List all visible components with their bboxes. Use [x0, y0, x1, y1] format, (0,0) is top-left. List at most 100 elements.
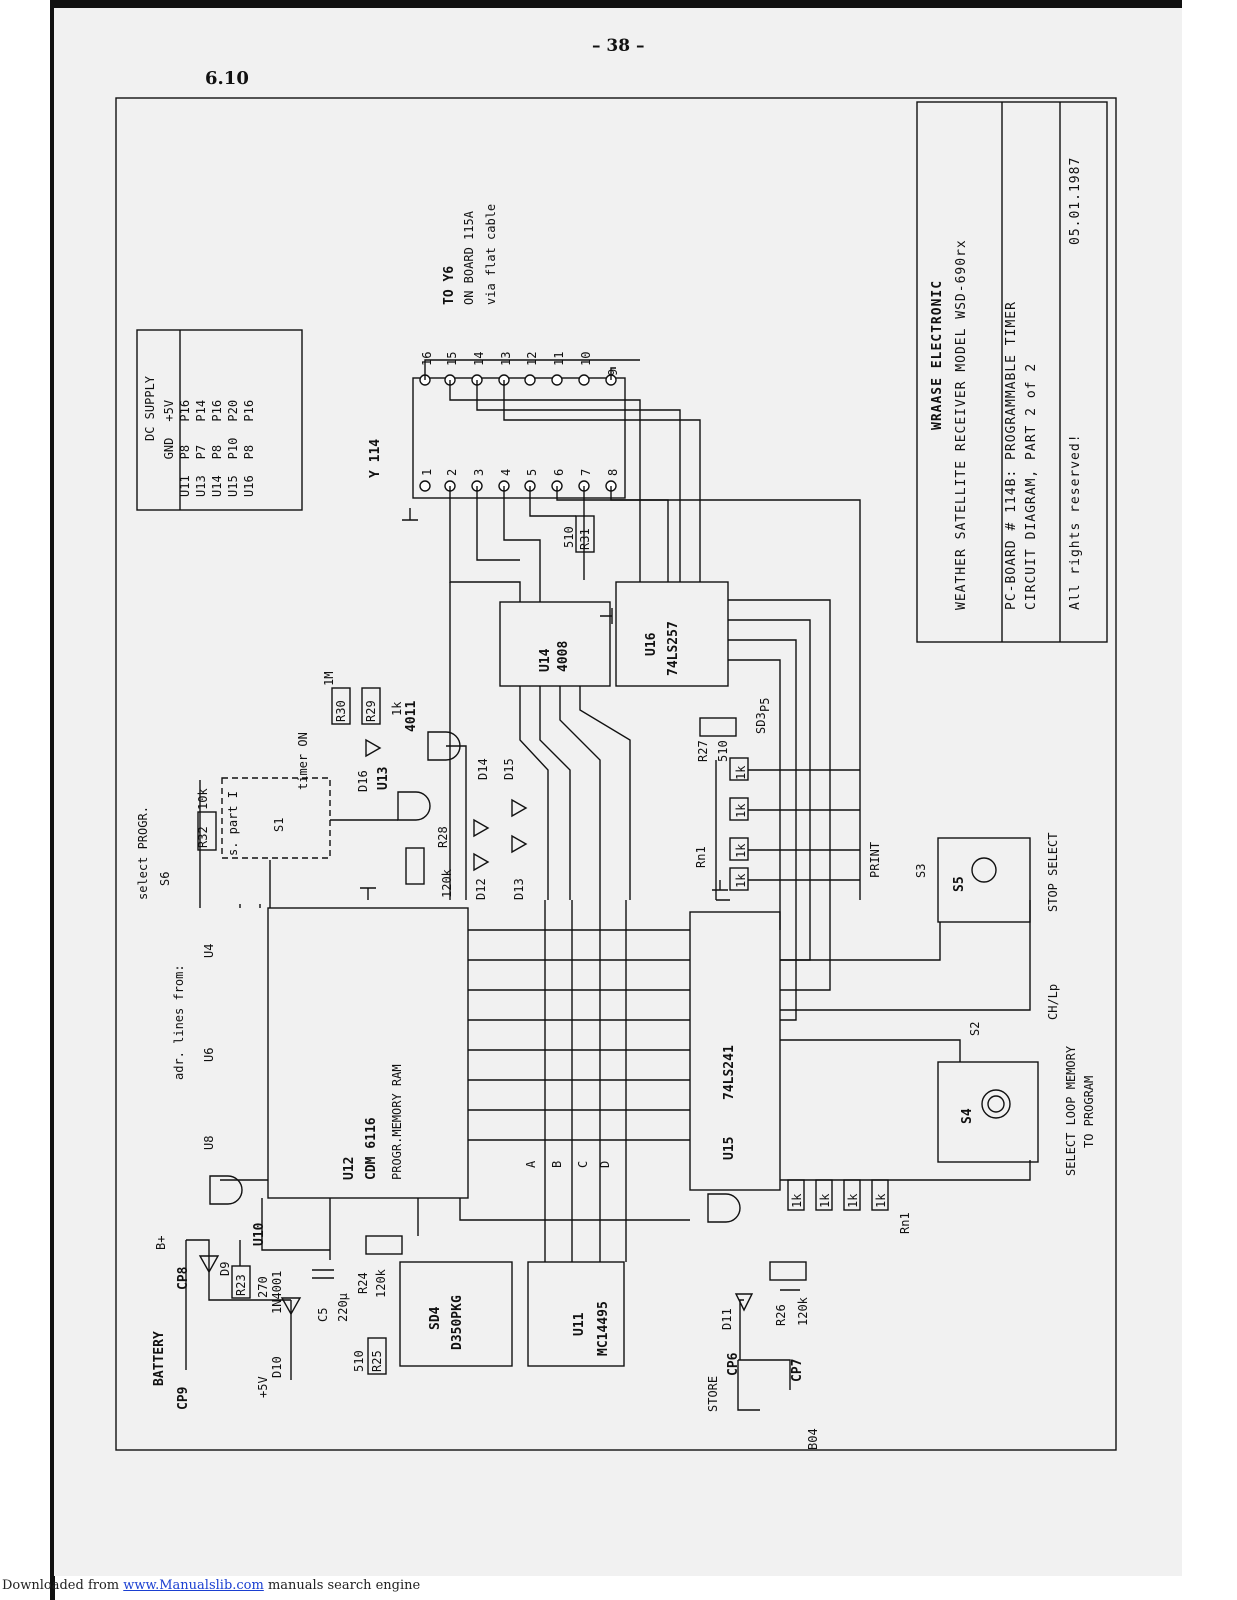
- rn1-label-bottom: Rn1: [898, 1212, 912, 1234]
- d15-label: D15: [502, 758, 516, 780]
- dc-cell: U11: [178, 475, 192, 497]
- r25-value: 510: [352, 1350, 366, 1372]
- pin-label: 10: [579, 351, 593, 366]
- pin-label: 16: [420, 351, 434, 366]
- u12-desc: PROGR.MEMORY RAM: [390, 1064, 404, 1180]
- u16-part: 74LS257: [666, 621, 681, 676]
- d11-label: D11: [720, 1308, 734, 1330]
- to-program-label: TO PROGRAM: [1082, 1075, 1096, 1148]
- switch-s1-box: [221, 777, 331, 859]
- plus5v-label: +5V: [256, 1376, 270, 1398]
- rn-value-d: 1k: [734, 873, 748, 888]
- rn-value-e: 1k: [790, 1193, 804, 1208]
- rn-value-a: 1k: [734, 765, 748, 780]
- pin-label: 3: [472, 468, 486, 476]
- rn-value-g: 1k: [846, 1193, 860, 1208]
- pin-label: 8: [606, 468, 620, 476]
- diode-d11: [734, 1293, 754, 1312]
- s-part-label: s. part I: [226, 790, 240, 856]
- r30-value: 1M: [322, 671, 336, 686]
- d14-label: D14: [476, 758, 490, 780]
- dc-cell: P16: [242, 399, 256, 422]
- download-footer: Downloaded from www.Manualslib.com manua…: [2, 1578, 421, 1593]
- manualslib-link[interactable]: www.Manualslib.com: [123, 1578, 264, 1593]
- scan-left-edge: [50, 0, 55, 1600]
- d10-value: 1N4001: [270, 1270, 284, 1314]
- u15-part: 74LS241: [722, 1045, 737, 1100]
- scan-top-edge: [54, 0, 1182, 8]
- title-company: WRAASE ELECTRONIC: [930, 279, 945, 430]
- timer-on-label: timer ON: [296, 732, 310, 790]
- u6-label: U6: [202, 1047, 216, 1062]
- dc-supply-row: U15 P10 P20: [225, 392, 241, 505]
- d13-label: D13: [512, 878, 526, 900]
- pin-label: 12: [525, 351, 539, 366]
- ic-u16: [615, 581, 729, 687]
- dc-cell: P16: [178, 399, 192, 422]
- pin-label: 4: [499, 468, 513, 476]
- pin-label: 15: [445, 351, 459, 366]
- r29-label: R29: [364, 700, 378, 722]
- c5-label: C5: [316, 1307, 330, 1322]
- dc-header-2: +5V: [162, 399, 176, 422]
- s3-label: S3: [914, 863, 928, 878]
- gate-u10: [209, 1175, 243, 1205]
- d12-label: D12: [474, 878, 488, 900]
- pin-label: 1: [420, 468, 434, 476]
- ic-u15: [689, 911, 781, 1191]
- connector-name: Y 114: [368, 438, 383, 478]
- print-label: PRINT: [868, 841, 882, 878]
- u11-ref: U11: [572, 1312, 587, 1336]
- title-rights: All rights reserved!: [1068, 433, 1083, 610]
- u13-ref: U13: [376, 766, 391, 790]
- dc-cell: U13: [194, 475, 208, 497]
- c5-value: 220µ: [336, 1293, 350, 1322]
- r28-value: 120k: [440, 869, 454, 898]
- d10-label: D10: [270, 1356, 284, 1378]
- r27-label: R27: [696, 740, 710, 762]
- rn-value-f: 1k: [818, 1193, 832, 1208]
- diode-d16: [365, 738, 382, 758]
- title-part: CIRCUIT DIAGRAM, PART 2 of 2: [1024, 362, 1039, 610]
- page-sheet: [54, 8, 1182, 1576]
- switch-s4: [937, 1061, 1039, 1163]
- r30-label: R30: [334, 700, 348, 722]
- r27-value: 510: [716, 740, 730, 762]
- s4-label: S4: [960, 1108, 975, 1124]
- adr-lines-label: adr. lines from:: [172, 964, 186, 1080]
- resistor-r26: [769, 1261, 807, 1281]
- s6-label: S6: [158, 871, 172, 886]
- resistor-r31: [575, 515, 595, 553]
- resistor-r29: [361, 687, 381, 725]
- r32-value: 10k: [196, 788, 210, 810]
- d16-label: D16: [356, 770, 370, 792]
- u12-part: CDM 6116: [364, 1117, 379, 1180]
- dc-cell: U14: [210, 475, 224, 497]
- diode-d15: [511, 798, 528, 818]
- u15-ref: U15: [722, 1136, 737, 1160]
- dc-cell: P20: [226, 399, 240, 422]
- bus-c: C: [576, 1160, 590, 1168]
- resistor-r27: [699, 717, 737, 737]
- r24-label: R24: [356, 1272, 370, 1294]
- cp7-label: CP7: [790, 1358, 805, 1382]
- pin-label: 2: [445, 468, 459, 476]
- ch-lp-label: CH/Lp: [1046, 983, 1060, 1020]
- title-block-frame: [916, 101, 1108, 643]
- dc-header-1: GND: [162, 437, 176, 460]
- sd4-part: D350PKG: [450, 1295, 465, 1350]
- rn-value-h: 1k: [874, 1193, 888, 1208]
- resistor-r32: [197, 811, 217, 851]
- r24-value: 120k: [374, 1269, 388, 1298]
- pin-label: 11: [552, 351, 566, 366]
- dc-cell: U15: [226, 475, 240, 497]
- pin-label: 6: [552, 468, 566, 476]
- dc-cell: P10: [226, 437, 240, 460]
- dc-header-0: [161, 467, 177, 505]
- dc-cell: P8: [178, 444, 192, 460]
- resistor-r23: [231, 1265, 251, 1299]
- u11-part: MC14495: [596, 1301, 611, 1356]
- r26-value: 120k: [796, 1297, 810, 1326]
- dc-cell: P7: [194, 444, 208, 460]
- pin-label: 5: [525, 468, 539, 476]
